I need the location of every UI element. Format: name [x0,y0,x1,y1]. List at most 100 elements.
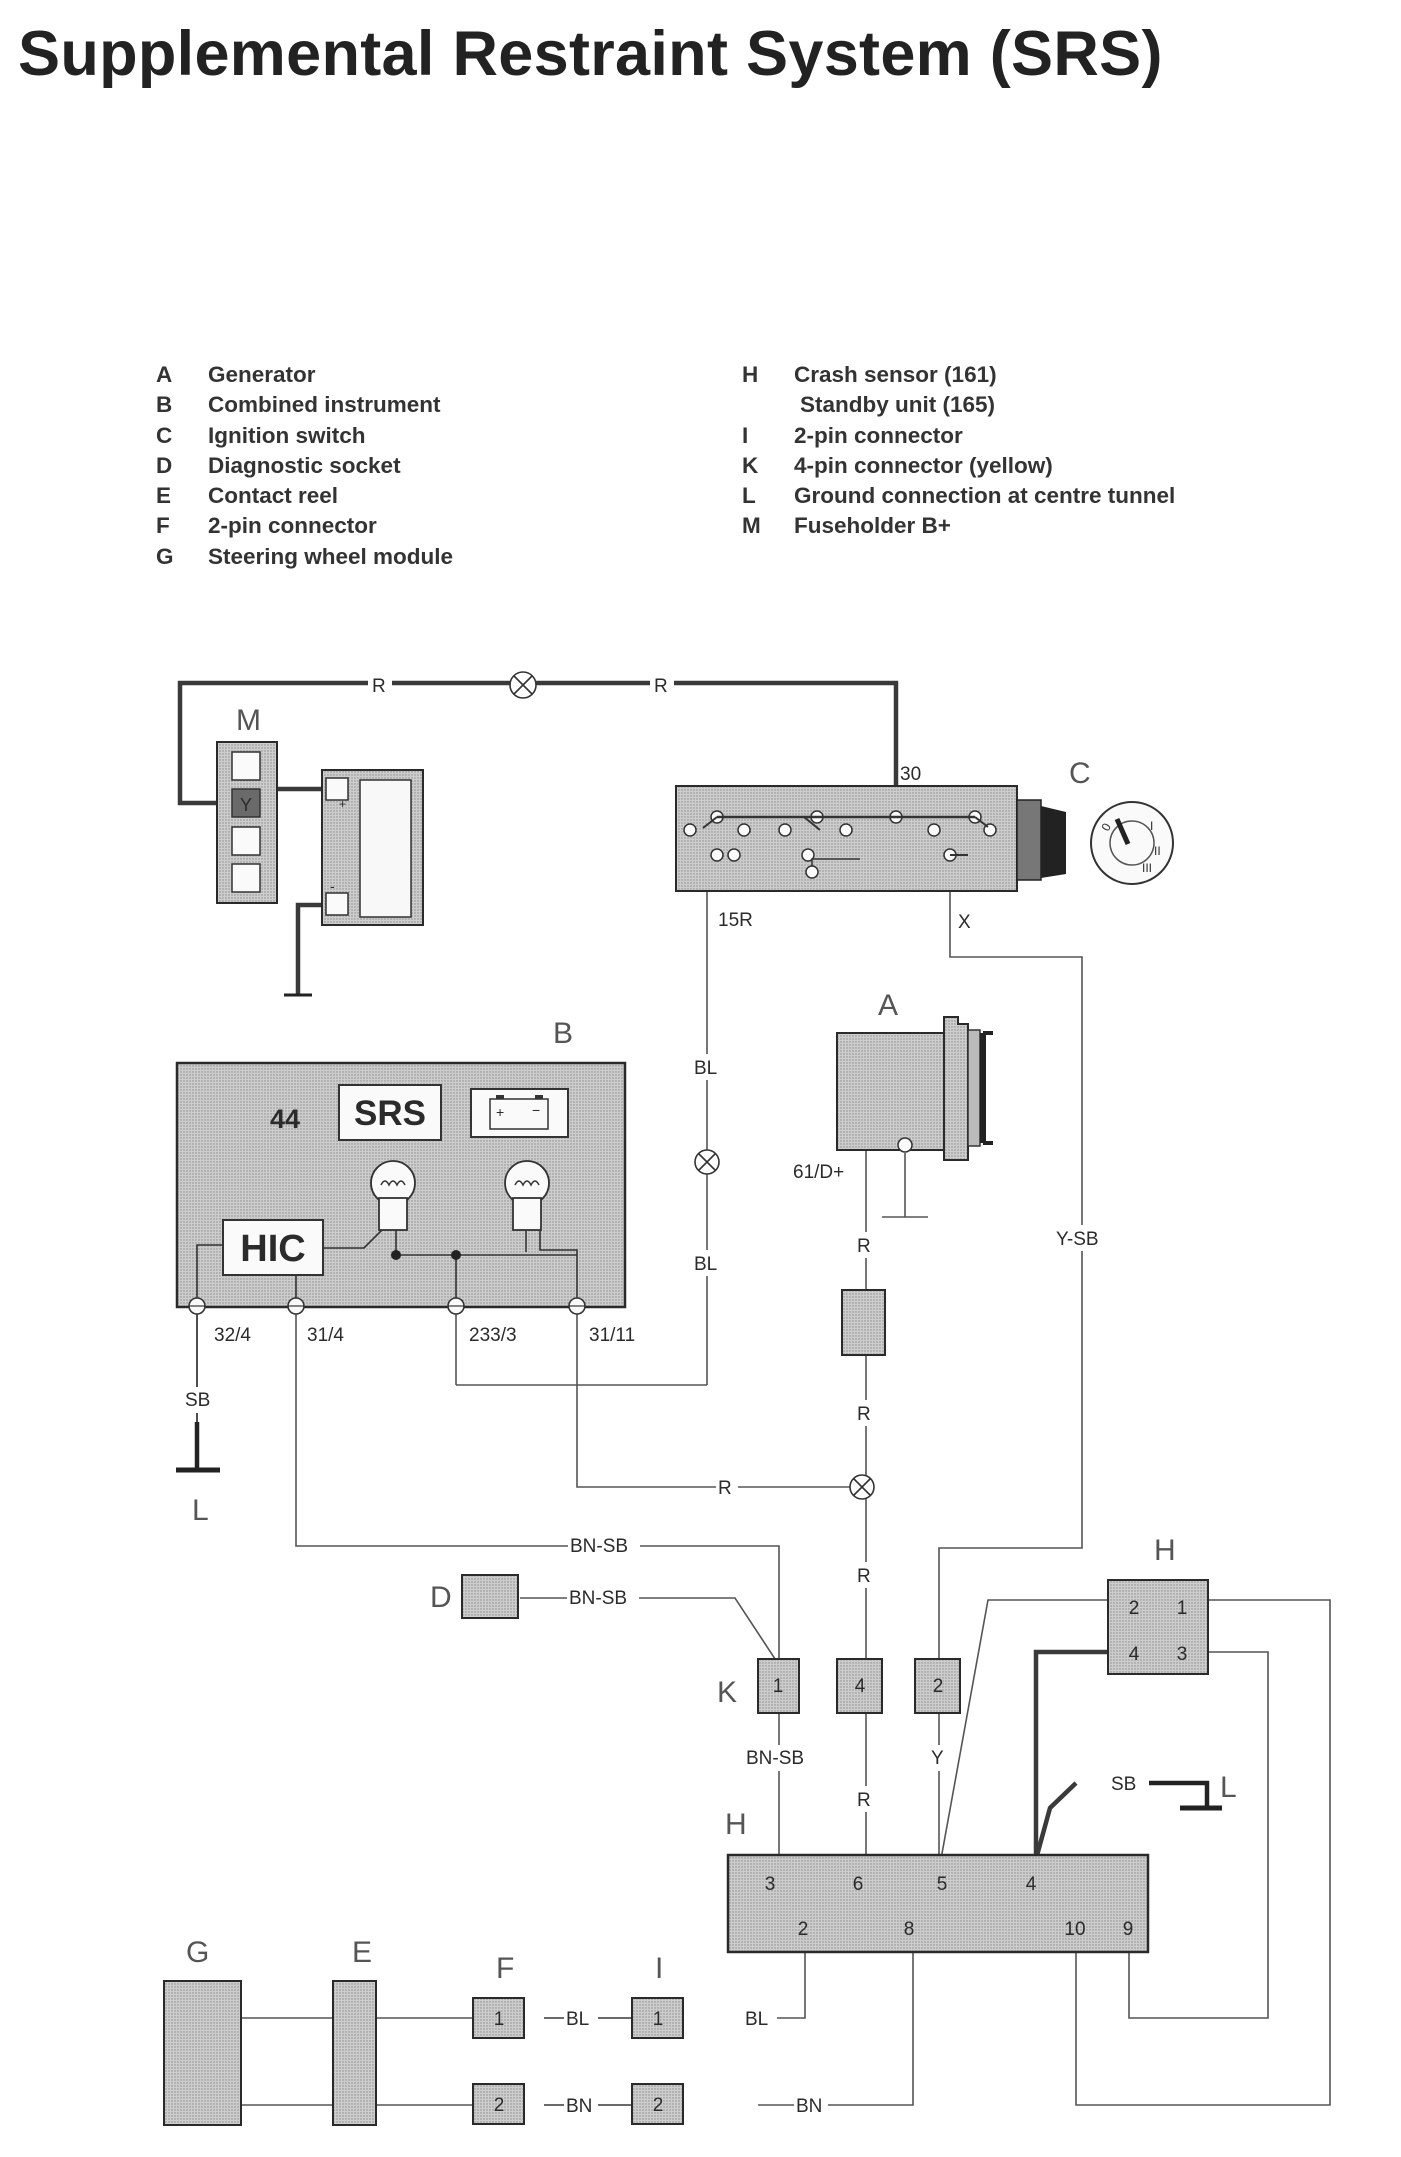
wire-label-sb: SB [1111,1774,1136,1795]
wire-label-bl: BL [694,1058,717,1079]
legend-text: Ignition switch [208,422,366,448]
k-pin-4: 4 [855,1676,866,1697]
connector-k: 1 4 2 [757,1658,961,1714]
letter-b: B [553,1017,573,1050]
wire-label-bn: BN [796,2096,822,2117]
steering-wheel-module-g [163,1980,242,2126]
wire-label-y: Y [931,1748,944,1769]
fuseholder-m: Y [216,741,278,904]
legend-text: Steering wheel module [208,543,454,569]
wire-label-r: R [718,1478,732,1499]
legend-item-d: D Diagnostic socket [156,453,576,483]
legend-key: G [156,543,174,569]
battery-plus: + [339,797,346,811]
legend-text: 4-pin connector (yellow) [794,452,1053,478]
battery-minus: - [330,878,335,894]
connector-i: 1 2 [631,1997,684,2125]
terminal-61-d: 61/D+ [793,1162,844,1183]
page-title: Supplemental Restraint System (SRS) [18,19,1163,89]
hic-label: HIC [240,1228,305,1270]
legend-text: Ground connection at centre tunnel [794,483,1176,509]
legend-key: F [156,513,170,539]
unit-pin-3: 3 [765,1874,776,1895]
legend-key: H [742,362,759,387]
thick-wires [177,680,1131,1860]
legend-item-k: K 4-pin connector (yellow) [742,453,1342,483]
combined-instrument-b: 44 SRS + − HIC [175,1061,635,1346]
wires [241,855,1331,2106]
sensor-pin-3: 3 [1177,1644,1188,1665]
legend-key: A [156,362,173,387]
sensor-pin-1: 1 [1177,1598,1188,1619]
generator-a: 61/D+ [793,1016,993,1183]
legend-text: Combined instrument [208,392,441,418]
legend-text: Diagnostic socket [208,452,401,478]
legend-key: E [156,483,172,509]
svg-text:II: II [1154,844,1161,858]
terminal-15r: 15R [718,910,753,931]
letter-m: M [236,704,261,737]
component-letters: M C A B L D H K H L G E F I [186,704,1237,1985]
inline-fuse-r [841,1289,886,1356]
wire-label-r: R [372,676,386,697]
crash-sensor-h: 2 1 4 3 [1107,1579,1209,1675]
terminal-233-3: 233/3 [469,1325,517,1346]
legend-item-i: I 2-pin connector [742,423,1342,453]
unit-pin-9: 9 [1123,1919,1134,1940]
unit-pin-2: 2 [798,1919,809,1940]
unit-pin-8: 8 [904,1919,915,1940]
legend-text: Crash sensor (161) [794,362,997,387]
fuse-label: Y [240,795,252,815]
wire-label-bn: BN [566,2096,592,2117]
letter-d: D [430,1581,452,1614]
k-pin-2: 2 [933,1676,944,1697]
wire-label-r: R [857,1566,871,1587]
wire-label-bl: BL [566,2009,589,2030]
f-pin-2: 2 [494,2095,505,2116]
k-pin-1: 1 [773,1676,784,1697]
battery: + - [321,769,424,926]
legend-key: B [156,392,173,418]
letter-l: L [1220,1771,1237,1804]
terminal-31-11: 31/11 [589,1325,635,1346]
r-junction [849,1474,875,1500]
wire-label-r: R [857,1236,871,1257]
terminal-31-4: 31/4 [307,1325,344,1346]
srs-label: SRS [354,1094,426,1133]
wire-label-bl: BL [694,1254,717,1275]
terminal-32-4: 32/4 [214,1325,251,1346]
legend-item-h-sub: Standby unit (165) [742,392,1342,422]
standby-unit-h: 3 6 5 4 2 8 10 9 [726,1853,1150,1954]
i-pin-1: 1 [653,2009,664,2030]
bl-junction [694,1149,720,1175]
unit-pin-5: 5 [937,1874,948,1895]
wire-label-bn-sb: BN-SB [746,1748,804,1769]
legend-right: H Crash sensor (161) Standby unit (165) I… [742,362,1342,544]
unit-pin-10: 10 [1064,1919,1085,1940]
unit-pin-6: 6 [853,1874,864,1895]
wire-label-bn-sb: BN-SB [570,1536,628,1557]
legend-key: I [742,422,749,448]
legend-text: 2-pin connector [794,422,963,448]
svg-text:+: + [496,1104,504,1120]
wire-label-r: R [654,676,668,697]
svg-text:III: III [1142,861,1152,875]
unit-pin-4: 4 [1026,1874,1037,1895]
letter-a: A [878,989,898,1022]
legend-key: K [742,452,759,478]
wire-labels: R R BL BL R R R R Y-SB SB BN-SB BN-SB BN… [183,672,1143,2119]
legend-item-h: H Crash sensor (161) [742,362,1342,392]
sensor-pin-2: 2 [1129,1598,1140,1619]
legend-item-b: B Combined instrument [156,392,576,422]
legend-key: D [156,452,173,478]
fuse-junction-top [509,671,537,699]
letter-e: E [352,1936,372,1969]
i-pin-2: 2 [653,2095,664,2116]
legend-key: M [742,513,761,539]
